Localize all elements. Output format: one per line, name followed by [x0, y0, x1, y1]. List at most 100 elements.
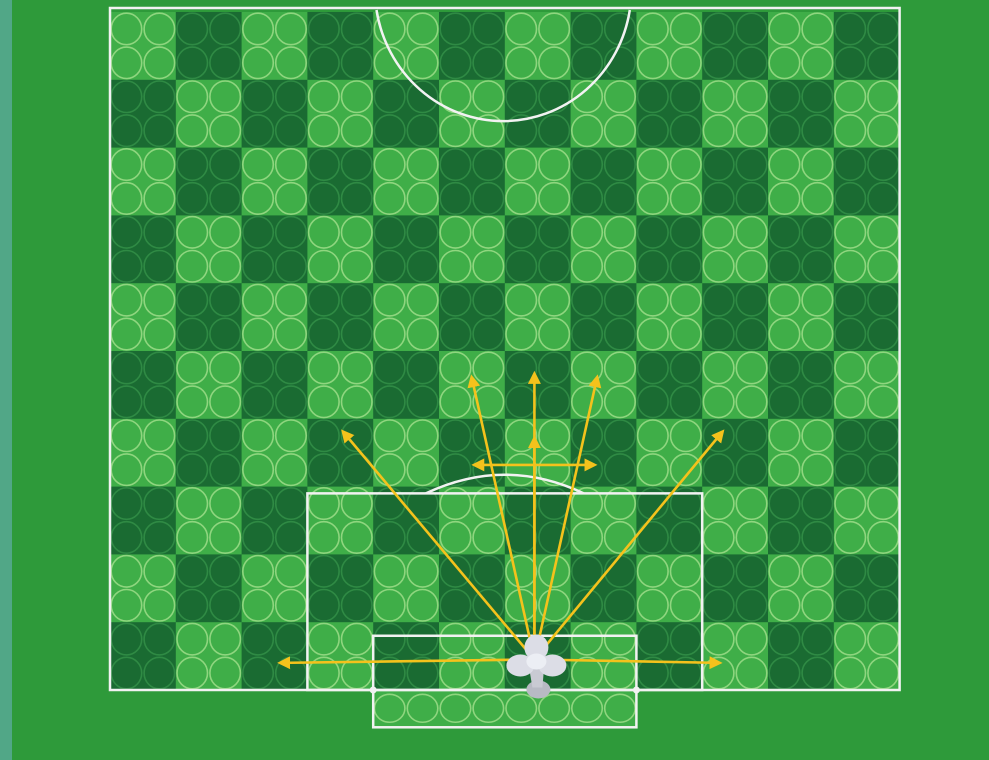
- board-cell[interactable]: [176, 148, 242, 216]
- board-cell[interactable]: [373, 148, 439, 216]
- board-cell[interactable]: [702, 80, 768, 148]
- board-cell[interactable]: [439, 80, 505, 148]
- board-cell[interactable]: [373, 554, 439, 622]
- board-cell[interactable]: [636, 351, 702, 419]
- board-cell[interactable]: [110, 12, 176, 80]
- board-cell[interactable]: [571, 80, 637, 148]
- board-cell[interactable]: [176, 351, 242, 419]
- board-cell[interactable]: [110, 487, 176, 555]
- board-cell[interactable]: [834, 622, 900, 690]
- board-cell[interactable]: [307, 554, 373, 622]
- board-cell[interactable]: [834, 283, 900, 351]
- board-cell[interactable]: [307, 12, 373, 80]
- board-cell[interactable]: [571, 487, 637, 555]
- board-cell[interactable]: [834, 80, 900, 148]
- board-cell[interactable]: [571, 148, 637, 216]
- board-cell[interactable]: [110, 215, 176, 283]
- goal-cell[interactable]: [373, 690, 439, 727]
- board-cell[interactable]: [636, 148, 702, 216]
- board-cell[interactable]: [242, 12, 308, 80]
- board-cell[interactable]: [636, 622, 702, 690]
- board-cell[interactable]: [571, 554, 637, 622]
- board-cell[interactable]: [505, 554, 571, 622]
- board-cell[interactable]: [307, 283, 373, 351]
- board-cell[interactable]: [373, 12, 439, 80]
- board-cell[interactable]: [176, 12, 242, 80]
- board-cell[interactable]: [768, 283, 834, 351]
- board-cell[interactable]: [702, 148, 768, 216]
- board-cell[interactable]: [636, 12, 702, 80]
- board-cell[interactable]: [176, 622, 242, 690]
- board-cell[interactable]: [702, 12, 768, 80]
- board-cell[interactable]: [242, 80, 308, 148]
- board-cell[interactable]: [110, 419, 176, 487]
- board-cell[interactable]: [768, 419, 834, 487]
- board-cell[interactable]: [439, 283, 505, 351]
- board-cell[interactable]: [636, 80, 702, 148]
- board-cell[interactable]: [110, 283, 176, 351]
- board-cell[interactable]: [242, 351, 308, 419]
- board-cell[interactable]: [110, 622, 176, 690]
- board-cell[interactable]: [373, 215, 439, 283]
- board-cell[interactable]: [373, 351, 439, 419]
- board-cell[interactable]: [242, 215, 308, 283]
- board-cell[interactable]: [505, 215, 571, 283]
- board-cell[interactable]: [307, 622, 373, 690]
- board-cell[interactable]: [176, 215, 242, 283]
- board-cell[interactable]: [636, 283, 702, 351]
- board-cell[interactable]: [505, 148, 571, 216]
- board-cell[interactable]: [768, 215, 834, 283]
- board-cell[interactable]: [702, 283, 768, 351]
- board-cell[interactable]: [439, 12, 505, 80]
- board-cell[interactable]: [242, 487, 308, 555]
- board-cell[interactable]: [110, 80, 176, 148]
- board-cell[interactable]: [505, 351, 571, 419]
- board-cell[interactable]: [307, 419, 373, 487]
- board-cell[interactable]: [439, 215, 505, 283]
- board-cell[interactable]: [834, 351, 900, 419]
- board-cell[interactable]: [768, 80, 834, 148]
- board-cell[interactable]: [307, 215, 373, 283]
- board-cell[interactable]: [110, 351, 176, 419]
- board-cell[interactable]: [242, 283, 308, 351]
- board-cell[interactable]: [834, 419, 900, 487]
- board-cell[interactable]: [176, 80, 242, 148]
- board-cell[interactable]: [834, 12, 900, 80]
- board-cell[interactable]: [176, 554, 242, 622]
- board-cell[interactable]: [834, 215, 900, 283]
- board-cell[interactable]: [176, 283, 242, 351]
- board-cell[interactable]: [176, 487, 242, 555]
- board-cell[interactable]: [702, 554, 768, 622]
- board-cell[interactable]: [307, 148, 373, 216]
- board-cell[interactable]: [702, 215, 768, 283]
- board-cell[interactable]: [636, 419, 702, 487]
- goal-cell[interactable]: [439, 690, 505, 727]
- board-cell[interactable]: [768, 351, 834, 419]
- board-cell[interactable]: [834, 554, 900, 622]
- board-cell[interactable]: [834, 148, 900, 216]
- board-cell[interactable]: [505, 283, 571, 351]
- board-cell[interactable]: [373, 487, 439, 555]
- board-cell[interactable]: [110, 148, 176, 216]
- board-cell[interactable]: [768, 12, 834, 80]
- board-cell[interactable]: [242, 148, 308, 216]
- board-cell[interactable]: [373, 622, 439, 690]
- board-cell[interactable]: [373, 283, 439, 351]
- board-cell[interactable]: [505, 12, 571, 80]
- board-cell[interactable]: [373, 80, 439, 148]
- board-cell[interactable]: [176, 419, 242, 487]
- board-cell[interactable]: [307, 80, 373, 148]
- board-cell[interactable]: [834, 487, 900, 555]
- board-cell[interactable]: [571, 283, 637, 351]
- board-cell[interactable]: [702, 351, 768, 419]
- board-cell[interactable]: [242, 622, 308, 690]
- board-cell[interactable]: [571, 622, 637, 690]
- board-cell[interactable]: [702, 622, 768, 690]
- board-cell[interactable]: [439, 487, 505, 555]
- board-cell[interactable]: [768, 148, 834, 216]
- board-cell[interactable]: [242, 419, 308, 487]
- board-cell[interactable]: [571, 351, 637, 419]
- board-cell[interactable]: [636, 554, 702, 622]
- board-cell[interactable]: [571, 215, 637, 283]
- board-cell[interactable]: [768, 622, 834, 690]
